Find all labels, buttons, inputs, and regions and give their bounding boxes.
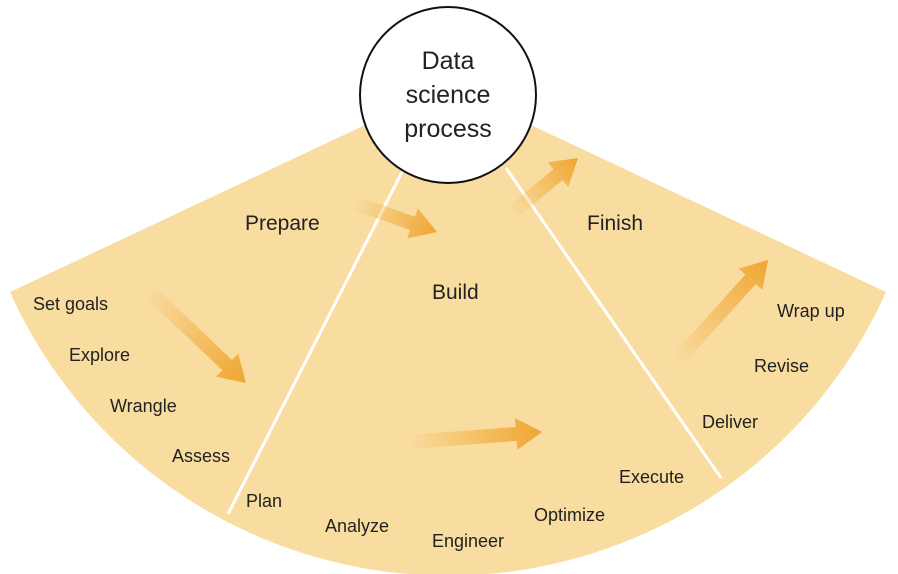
- phase-prepare: Prepare: [245, 212, 320, 235]
- step-execute: Execute: [619, 467, 685, 487]
- fan-background: [10, 86, 886, 574]
- step-set-goals: Set goals: [33, 294, 109, 314]
- phase-finish: Finish: [587, 212, 644, 235]
- step-wrap-up: Wrap up: [777, 301, 845, 321]
- step-assess: Assess: [172, 446, 231, 466]
- center-line-1: Data: [421, 47, 475, 75]
- divider-build-finish: [504, 167, 723, 479]
- arrow-finish-steps: [670, 259, 769, 367]
- step-revise: Revise: [754, 356, 810, 376]
- step-plan: Plan: [246, 491, 283, 511]
- phase-build: Build: [432, 281, 479, 304]
- step-deliver: Deliver: [702, 412, 759, 432]
- step-explore: Explore: [69, 345, 131, 365]
- step-analyze: Analyze: [325, 516, 390, 536]
- center-circle: [359, 6, 537, 184]
- step-wrangle: Wrangle: [110, 396, 177, 416]
- center-line-3: process: [404, 115, 492, 143]
- step-optimize: Optimize: [534, 505, 606, 525]
- arrow-build-steps: [407, 417, 543, 450]
- step-engineer: Engineer: [432, 531, 505, 551]
- center-title: Data science process: [370, 44, 526, 146]
- arrow-prepare-steps: [143, 284, 247, 384]
- center-line-2: science: [405, 81, 491, 109]
- arrow-prepare-to-build: [352, 196, 437, 239]
- arrow-build-to-finish: [507, 157, 579, 219]
- divider-prepare-build: [226, 171, 404, 515]
